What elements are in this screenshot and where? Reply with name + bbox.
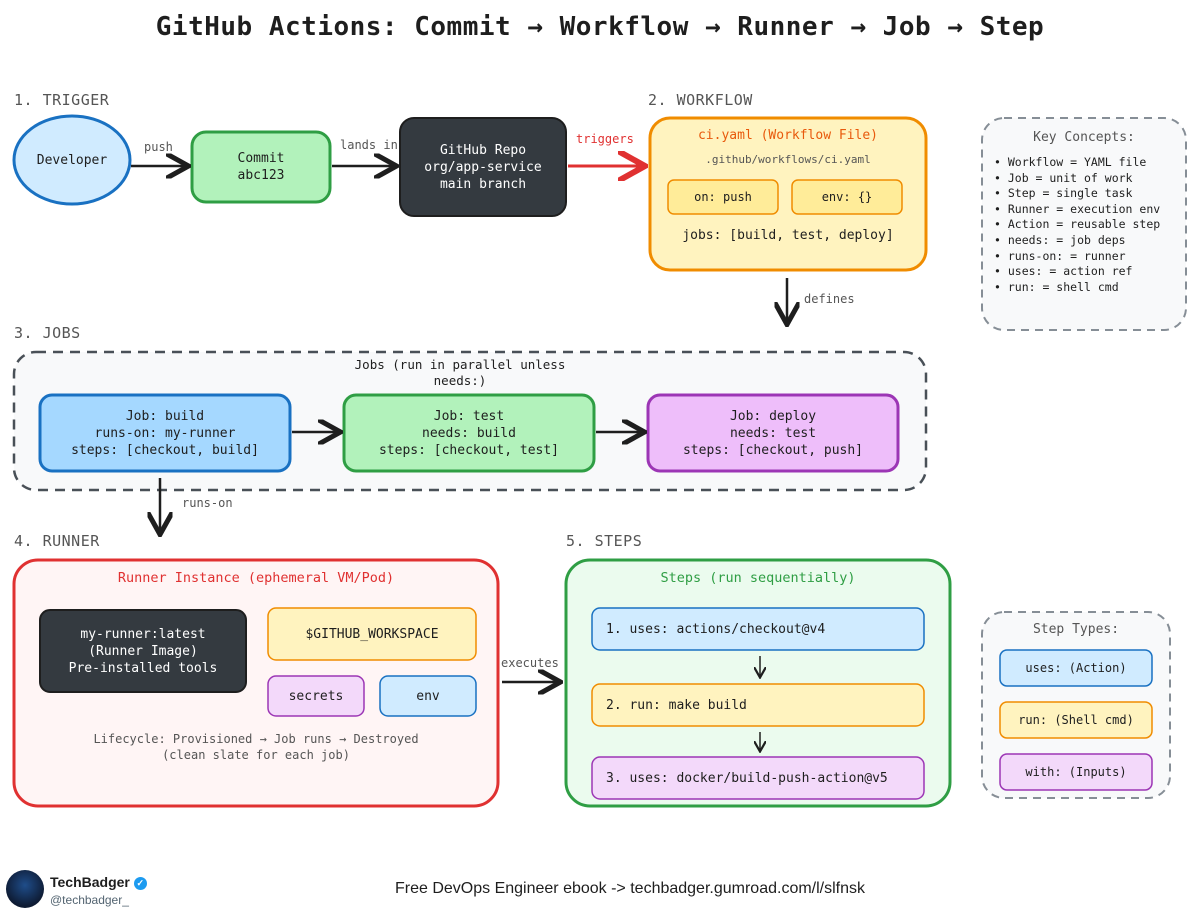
runner-image-type: (Runner Image) — [88, 643, 198, 659]
step-item-label: 2. run: make build — [606, 697, 747, 713]
commit-title: Commit — [237, 151, 285, 166]
section-label-runner: 4. RUNNER — [14, 532, 100, 550]
runner-title: Runner Instance (ephemeral VM/Pod) — [117, 570, 395, 586]
runner-lifecycle: Lifecycle: Provisioned → Job runs → Dest… — [14, 731, 498, 763]
key-concepts-shape — [981, 117, 1187, 331]
lands-in-label: lands in — [340, 138, 398, 152]
developer-node-shape — [12, 114, 132, 206]
commit-hash: abc123 — [237, 168, 285, 183]
runner-image-name: my-runner:latest — [80, 626, 206, 642]
lifecycle-line: Lifecycle: Provisioned → Job runs → Dest… — [93, 732, 419, 746]
developer-node: Developer — [14, 116, 130, 204]
job-test-needs: needs: build — [422, 425, 516, 441]
workflow-path: .github/workflows/ci.yaml — [705, 153, 871, 166]
repo-node: GitHub Repo org/app-service main branch — [400, 118, 566, 216]
key-concept-item: • run: = shell cmd — [994, 279, 1119, 294]
workflow-env: env: {} — [792, 180, 902, 214]
job-deploy-title: Job: deploy — [729, 408, 817, 424]
commit-node: Commit abc123 — [192, 132, 330, 202]
workflow-jobs-list: jobs: [build, test, deploy] — [682, 228, 894, 243]
step-type-with-label: with: (Inputs) — [1025, 764, 1127, 779]
job-deploy-needs: needs: test — [729, 425, 817, 441]
step-type-uses-label: uses: (Action) — [1025, 660, 1127, 675]
key-concept-item: • needs: = job deps — [994, 232, 1126, 247]
job-build-runs-on: runs-on: my-runner — [94, 425, 236, 441]
job-build-title: Job: build — [125, 408, 205, 424]
job-build-steps: steps: [checkout, build] — [71, 442, 259, 458]
key-concept-item: • Step = single task — [994, 186, 1133, 201]
env-label: env — [416, 688, 440, 704]
jobs-caption-line: needs:) — [433, 373, 487, 388]
secrets-label: secrets — [288, 688, 344, 704]
section-label-steps: 5. STEPS — [566, 532, 643, 550]
steps-title: Steps (run sequentially) — [660, 570, 856, 586]
key-concept-item: • Action = reusable step — [994, 217, 1161, 232]
defines-label: defines — [804, 292, 855, 306]
author-handle[interactable]: @techbadger_ — [50, 893, 129, 907]
step-type-uses: uses: (Action) — [1000, 650, 1152, 686]
developer-label: Developer — [36, 152, 108, 168]
push-label: push — [144, 140, 173, 154]
key-concept-item: • Runner = execution env — [994, 201, 1161, 216]
job-test-steps: steps: [checkout, test] — [378, 442, 559, 458]
repo-branch: main branch — [439, 176, 527, 192]
workflow-on-label: on: push — [694, 189, 752, 204]
jobs-caption: Jobs (run in parallel unless needs:) — [300, 357, 620, 389]
section-label-jobs: 3. JOBS — [14, 324, 81, 342]
workflow-title: ci.yaml (Workflow File) — [697, 128, 878, 143]
workflow-env-label: env: {} — [821, 189, 873, 204]
repo-name: org/app-service — [424, 159, 542, 175]
env-node: env — [380, 676, 476, 716]
workflow-on-trigger: on: push — [668, 180, 778, 214]
repo-title: GitHub Repo — [439, 142, 527, 158]
step-type-with: with: (Inputs) — [1000, 754, 1152, 790]
section-label-trigger: 1. TRIGGER — [14, 91, 110, 109]
runner-image-node: my-runner:latest (Runner Image) Pre-inst… — [40, 610, 246, 692]
step-type-run-label: run: (Shell cmd) — [1018, 712, 1134, 727]
workspace-node: $GITHUB_WORKSPACE — [268, 608, 476, 660]
jobs-caption-line: Jobs (run in parallel unless — [354, 357, 566, 372]
job-test-node: Job: test needs: build steps: [checkout,… — [344, 395, 594, 471]
job-test-title: Job: test — [433, 408, 505, 424]
verified-badge-icon: ✓ — [133, 876, 147, 890]
lifecycle-line: (clean slate for each job) — [162, 748, 350, 762]
step-item-label: 1. uses: actions/checkout@v4 — [606, 621, 826, 637]
repo-node-shape — [399, 117, 567, 217]
step-item-1: 1. uses: actions/checkout@v4 — [592, 608, 924, 650]
author-name-text: TechBadger — [50, 874, 130, 890]
author-avatar[interactable] — [6, 870, 44, 908]
secrets-node: secrets — [268, 676, 364, 716]
runner-image-tools: Pre-installed tools — [68, 660, 218, 676]
triggers-label: triggers — [576, 132, 634, 146]
section-label-workflow: 2. WORKFLOW — [648, 91, 753, 109]
step-type-run: run: (Shell cmd) — [1000, 702, 1152, 738]
key-concept-item: • Workflow = YAML file — [994, 155, 1147, 169]
step-item-2: 2. run: make build — [592, 684, 924, 726]
step-item-3: 3. uses: docker/build-push-action@v5 — [592, 757, 924, 799]
job-deploy-node: Job: deploy needs: test steps: [checkout… — [648, 395, 898, 471]
job-deploy-steps: steps: [checkout, push] — [682, 442, 863, 458]
diagram-title: GitHub Actions: Commit → Workflow → Runn… — [155, 12, 1045, 42]
step-item-label: 3. uses: docker/build-push-action@v5 — [606, 770, 888, 786]
key-concepts-title: Key Concepts: — [1033, 130, 1135, 145]
promo-link[interactable]: Free DevOps Engineer ebook -> techbadger… — [394, 880, 866, 897]
step-types-title: Step Types: — [1032, 622, 1120, 637]
job-build-node: Job: build runs-on: my-runner steps: [ch… — [40, 395, 290, 471]
key-concept-item: • uses: = action ref — [994, 264, 1133, 279]
workflow-box-shape — [648, 116, 928, 272]
workspace-label: $GITHUB_WORKSPACE — [305, 626, 439, 642]
footer — [0, 870, 1200, 915]
runs-on-label: runs-on — [182, 496, 233, 510]
key-concept-item: • Job = unit of work — [994, 170, 1133, 185]
author-name[interactable]: TechBadger ✓ — [50, 874, 147, 890]
key-concept-item: • runs-on: = runner — [994, 248, 1126, 263]
key-concepts-list: • Workflow = YAML file • Job = unit of w… — [994, 155, 1184, 295]
executes-label: executes — [501, 656, 559, 670]
commit-node-shape — [190, 130, 332, 204]
